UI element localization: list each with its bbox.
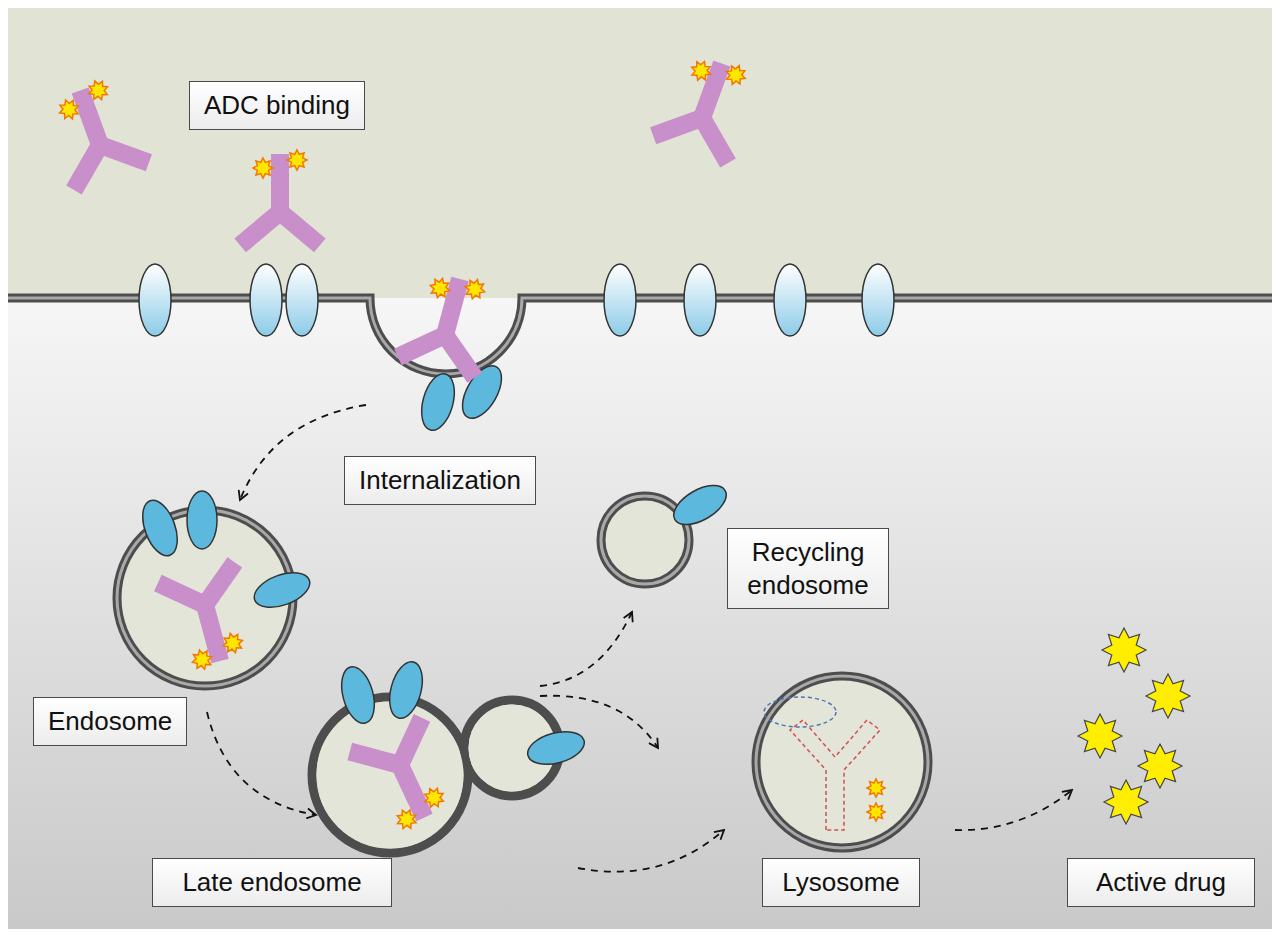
cytoplasm bbox=[8, 298, 1272, 929]
label-box: ADC binding bbox=[189, 81, 365, 130]
label-text: Internalization bbox=[359, 464, 521, 497]
antibody-drug-conjugates bbox=[36, 44, 766, 840]
label-text: ADC binding bbox=[204, 89, 350, 122]
extracellular-space bbox=[8, 8, 1272, 308]
receptors bbox=[136, 264, 894, 770]
pathway-arrows bbox=[207, 405, 1072, 872]
cell-membrane bbox=[8, 298, 1272, 374]
label-text: Lysosome bbox=[777, 866, 905, 899]
label-box: Internalization bbox=[344, 456, 536, 505]
label-box: Recycling endosome bbox=[727, 528, 889, 609]
label-box: Active drug bbox=[1067, 858, 1255, 907]
label-text: Recycling endosome bbox=[742, 536, 874, 601]
label-text: Active drug bbox=[1082, 866, 1240, 899]
label-text: Endosome bbox=[48, 705, 172, 738]
degraded-adc bbox=[764, 697, 880, 830]
drug-payload bbox=[867, 628, 1190, 824]
label-box: Endosome bbox=[33, 697, 187, 746]
label-box: Lysosome bbox=[762, 858, 920, 907]
label-text: Late endosome bbox=[167, 866, 377, 899]
label-box: Late endosome bbox=[152, 858, 392, 907]
vesicles bbox=[117, 496, 928, 853]
